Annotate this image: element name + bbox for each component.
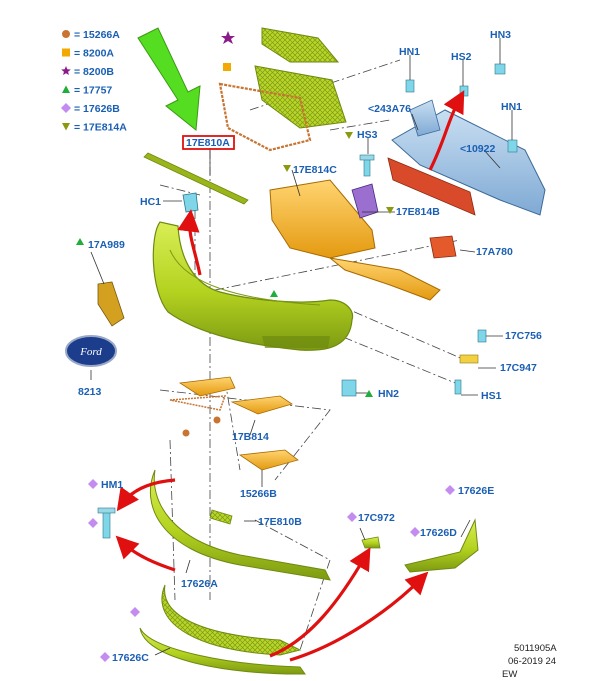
footer-drawing-id: 5011905A	[514, 643, 557, 654]
hs1-screw	[454, 379, 462, 395]
svg-text:Ford: Ford	[79, 346, 102, 358]
sensor-17C947	[459, 354, 479, 364]
lower-spoiler-upper	[150, 469, 331, 581]
legend-item-label: = 17757	[74, 84, 112, 96]
label-hc1: HC1	[140, 196, 161, 208]
lower-splitter-17626A	[161, 584, 302, 656]
legend-item-label: = 8200B	[74, 66, 114, 78]
label-hn1-right: HN1	[501, 101, 522, 113]
hn2-nut	[341, 379, 357, 397]
label-17A989: 17A989	[88, 239, 125, 251]
label-243A76: <243A76	[368, 103, 411, 115]
label-17E814B: 17E814B	[396, 206, 440, 218]
callout-markers	[76, 31, 455, 662]
hm1-pushpin	[97, 507, 116, 539]
bracket-17A780	[429, 235, 457, 259]
legend-item-label: = 8200A	[74, 47, 114, 59]
label-10922: <10922	[460, 143, 495, 155]
energy-absorber	[269, 179, 441, 301]
label-17626E: 17626E	[458, 485, 494, 497]
side-bracket	[97, 281, 125, 327]
label-17C947: 17C947	[500, 362, 537, 374]
label-15266B: 15266B	[240, 488, 277, 500]
legend-marker-diamond	[61, 103, 71, 113]
legend-marker-star	[61, 66, 71, 75]
front-bumper-cover	[152, 221, 354, 351]
label-hn2: HN2	[378, 388, 399, 400]
label-17626A: 17626A	[181, 578, 218, 590]
lower-grille-17E810B	[209, 509, 233, 525]
footer-code: EW	[502, 669, 517, 680]
hs2-screw	[459, 85, 469, 97]
label-17E810B: 17E810B	[258, 516, 302, 528]
hs3-screw	[359, 154, 375, 177]
legend-marker-square	[62, 48, 70, 57]
label-17626D: 17626D	[420, 527, 457, 539]
fog-bezel-15266B	[238, 449, 299, 471]
label-17E810A: 17E810A	[186, 137, 230, 149]
label-hn1-top: HN1	[399, 46, 420, 58]
label-hs2: HS2	[451, 51, 472, 63]
hn1-nut-top	[405, 79, 415, 93]
red-direction-arrows	[115, 90, 465, 662]
fog-bezel-upper	[169, 376, 236, 437]
ford-emblem: Ford	[65, 335, 117, 367]
sensor-17C756	[477, 329, 487, 343]
legend-item-label: = 17626B	[74, 103, 120, 115]
leader-lines	[90, 38, 513, 656]
legend: = 15266A = 8200A = 8200B = 17757 = 17626B = 1…	[61, 29, 127, 133]
legend-item-label: = 15266A	[74, 29, 120, 41]
hn3-nut	[494, 63, 506, 75]
label-hn3: HN3	[490, 29, 511, 41]
label-hs3: HS3	[357, 129, 378, 141]
bumper-reinforcement-beam	[391, 99, 546, 216]
label-8213: 8213	[78, 386, 102, 398]
footer-date: 06-2019 24	[508, 656, 556, 667]
upper-grille-mesh	[261, 27, 340, 63]
label-17626C: 17626C	[112, 652, 149, 664]
label-17B814: 17B814	[232, 431, 269, 443]
legend-marker-triangle-up	[62, 85, 70, 93]
label-17C756: 17C756	[505, 330, 542, 342]
label-hs1: HS1	[481, 390, 502, 402]
label-17A780: 17A780	[476, 246, 513, 258]
hc1-clip	[182, 192, 199, 213]
impact-foam-243A76	[387, 157, 476, 216]
deflector-17C972	[361, 536, 381, 549]
highlight-arrow	[137, 27, 201, 131]
highlight-box	[182, 135, 235, 150]
legend-marker-triangle-down	[62, 123, 70, 131]
fog-bezel-17B814	[230, 395, 293, 415]
label-17C972: 17C972	[358, 512, 395, 524]
label-17E814C: 17E814C	[293, 164, 337, 176]
lower-lip-17626C	[139, 627, 306, 675]
hn1-nut-right	[507, 139, 518, 153]
grille-surround-gasket	[218, 82, 312, 152]
legend-item-label: = 17E814A	[74, 121, 127, 133]
upper-trim-strip	[143, 152, 249, 205]
legend-marker-circle	[62, 30, 70, 38]
label-hm1: HM1	[101, 479, 123, 491]
